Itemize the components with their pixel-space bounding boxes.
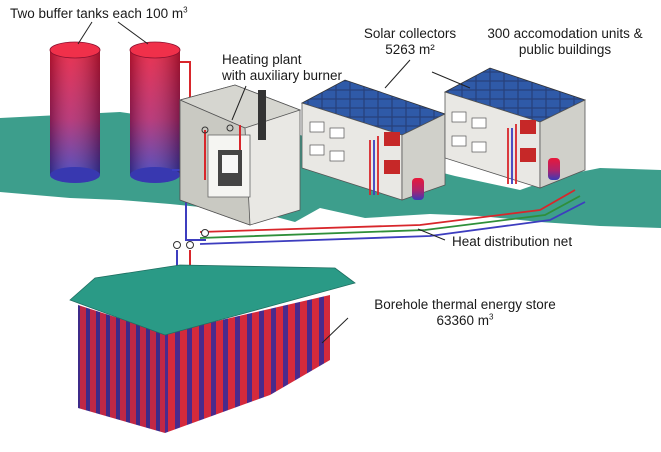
buffer-tank-left	[49, 41, 101, 183]
solar-collectors-label: Solar collectors 5263 m²	[363, 26, 457, 57]
heating-plant-label: Heating plant with auxiliary burner	[222, 52, 343, 83]
store-connection-pipes	[173, 229, 209, 270]
buffer-tanks-label: Two buffer tanks each 100 m3	[10, 5, 188, 21]
heat-distribution-net	[199, 189, 586, 245]
heat-distribution-label: Heat distribution net	[452, 234, 573, 249]
heating-plant	[178, 84, 302, 226]
building-2	[443, 67, 587, 189]
tank-pipe-blue	[172, 169, 206, 241]
borehole-store-label: Borehole thermal energy store 63360 m3	[374, 297, 556, 328]
borehole-store	[69, 264, 356, 433]
buffer-tank-right	[129, 41, 181, 183]
accommodation-label: 300 accomodation units & public building…	[487, 26, 643, 57]
